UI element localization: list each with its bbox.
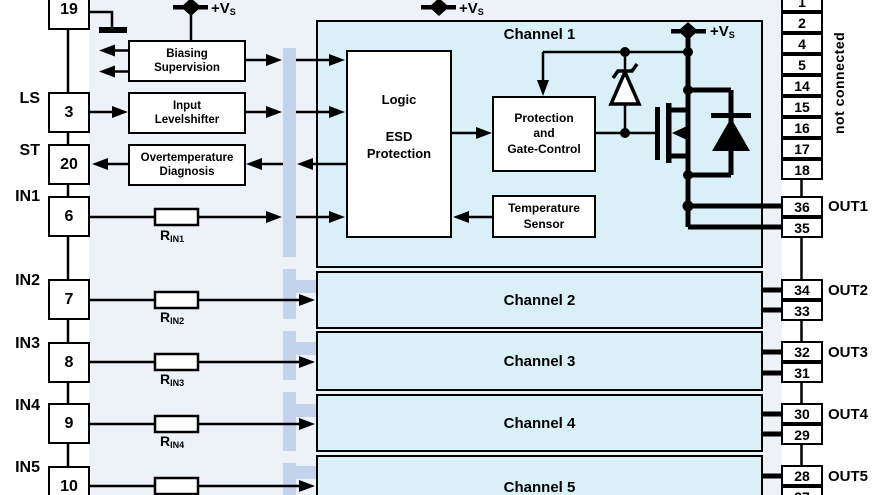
out1-label: OUT1 bbox=[828, 198, 869, 215]
not-connected-label: not connected bbox=[831, 31, 847, 135]
overtemperature-diagnosis-block: Overtemperature Diagnosis bbox=[128, 144, 246, 186]
block-label: Protection bbox=[514, 110, 574, 125]
pin-15: 15 bbox=[781, 96, 823, 117]
block-label: ESD bbox=[385, 129, 413, 144]
pin-36: 36 bbox=[781, 196, 823, 217]
pin-17: 17 bbox=[781, 138, 823, 159]
bus-tap bbox=[283, 342, 318, 355]
pin-3: 3 bbox=[48, 92, 90, 133]
pin-6: 6 bbox=[48, 196, 90, 237]
logic-esd-block: Logic ESD Protection bbox=[346, 50, 452, 238]
vs-supply-label: +VS bbox=[211, 0, 236, 17]
channel-1-label: Channel 1 bbox=[503, 26, 576, 43]
pin-4: 4 bbox=[781, 33, 823, 54]
block-label: Temperature bbox=[508, 200, 580, 215]
block-label: Protection bbox=[366, 145, 432, 161]
block-label: Sensor bbox=[523, 216, 565, 231]
block-label: Input bbox=[172, 99, 202, 112]
pin-label-in4: IN4 bbox=[15, 397, 40, 414]
pin-1: 1 bbox=[781, 0, 823, 12]
bus-segment bbox=[283, 269, 296, 319]
temperature-sensor-block: Temperature Sensor bbox=[492, 195, 596, 238]
pin-label-in5: IN5 bbox=[15, 459, 40, 476]
vs-supply-label: +VS bbox=[710, 23, 735, 40]
channel-3-label: Channel 3 bbox=[503, 352, 576, 370]
pin-9: 9 bbox=[48, 403, 90, 444]
pin-16: 16 bbox=[781, 117, 823, 138]
block-label: Logic bbox=[381, 92, 417, 107]
block-label: Overtemperature bbox=[140, 151, 234, 164]
pin-29: 29 bbox=[781, 424, 823, 445]
out3-label: OUT3 bbox=[828, 344, 869, 361]
bus-tap bbox=[283, 404, 318, 417]
pin-10: 10 bbox=[48, 466, 90, 495]
pin-label-ls: LS bbox=[19, 90, 40, 107]
pin-label-in3: IN3 bbox=[15, 335, 40, 352]
out4-label: OUT4 bbox=[828, 406, 869, 423]
bus-segment bbox=[283, 331, 296, 380]
pin-7: 7 bbox=[48, 279, 90, 320]
resistor-label-rin1: RIN1 bbox=[160, 227, 185, 244]
pin-30: 30 bbox=[781, 403, 823, 424]
bus-segment bbox=[283, 48, 296, 257]
pin-31: 31 bbox=[781, 362, 823, 383]
resistor-label-rin4: RIN4 bbox=[160, 433, 185, 450]
resistor-label-rin2: RIN2 bbox=[160, 309, 185, 326]
pin-5: 5 bbox=[781, 54, 823, 75]
channel-5-label: Channel 5 bbox=[503, 479, 576, 495]
gate-control-block: Protection and Gate-Control bbox=[492, 96, 596, 172]
pin-28: 28 bbox=[781, 465, 823, 486]
channel-4-label: Channel 4 bbox=[503, 414, 576, 432]
pin-32: 32 bbox=[781, 341, 823, 362]
out2-label: OUT2 bbox=[828, 282, 869, 299]
pin-34: 34 bbox=[781, 279, 823, 300]
block-label: Diagnosis bbox=[159, 166, 215, 178]
block-label: and bbox=[533, 126, 555, 141]
channel-2-block: Channel 2 bbox=[316, 271, 763, 329]
pin-19: 19 bbox=[48, 0, 90, 30]
pin-8: 8 bbox=[48, 342, 90, 383]
pin-18: 18 bbox=[781, 159, 823, 180]
resistor-label-rin3: RIN3 bbox=[160, 371, 185, 388]
block-label: Supervision bbox=[154, 62, 220, 74]
block-label: Levelshifter bbox=[154, 114, 220, 126]
pin-2: 2 bbox=[781, 12, 823, 33]
block-label: Biasing bbox=[166, 47, 208, 60]
pin-label-st: ST bbox=[19, 142, 40, 159]
channel-3-block: Channel 3 bbox=[316, 331, 763, 391]
bus-segment bbox=[283, 392, 296, 451]
channel-4-block: Channel 4 bbox=[316, 394, 763, 452]
pin-14: 14 bbox=[781, 75, 823, 96]
bus-tap bbox=[283, 280, 318, 293]
pin-label-in2: IN2 bbox=[15, 272, 40, 289]
pin-27: 27 bbox=[781, 486, 823, 495]
block-label: Gate-Control bbox=[507, 141, 581, 156]
channel-5-block: Channel 5 bbox=[316, 455, 763, 495]
pin-20: 20 bbox=[48, 144, 90, 185]
input-levelshifter-block: Input Levelshifter bbox=[128, 92, 246, 134]
out5-label: OUT5 bbox=[828, 468, 869, 485]
vs-supply-label: +VS bbox=[459, 0, 484, 17]
bus-tap bbox=[283, 466, 318, 479]
pin-33: 33 bbox=[781, 300, 823, 321]
biasing-supervision-block: Biasing Supervision bbox=[128, 40, 246, 82]
channel-2-label: Channel 2 bbox=[503, 291, 576, 309]
pin-35: 35 bbox=[781, 217, 823, 238]
pin-label-in1: IN1 bbox=[15, 188, 40, 205]
